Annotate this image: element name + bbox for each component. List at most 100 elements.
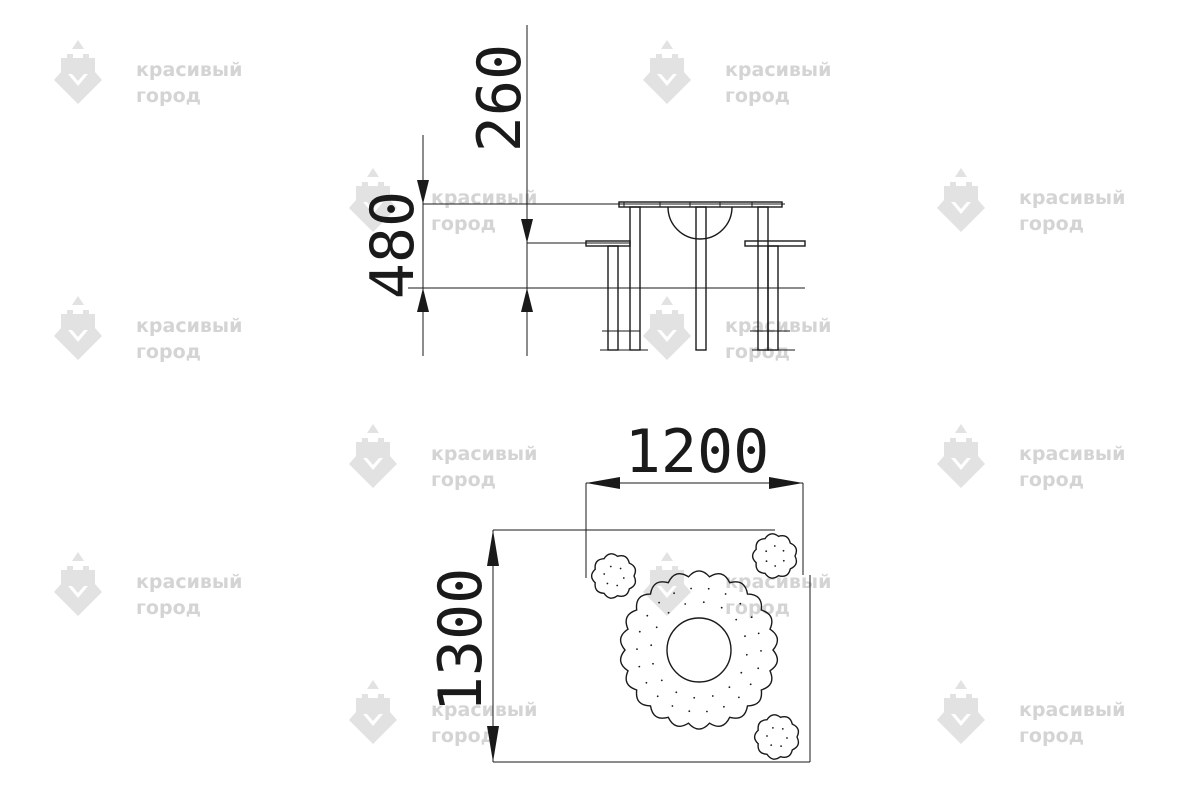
texture-dot [707,587,710,590]
arrow-icon [521,219,533,243]
texture-dot [760,650,762,652]
svg-text:красивый: красивый [725,59,831,81]
watermark-tile: красивый город [54,40,242,107]
scalloped-outline [619,570,779,730]
table-leg [629,206,641,351]
table-leg [695,206,707,351]
watermark-tile: красивый город [643,40,831,107]
texture-dot [671,705,674,707]
texture-dot [739,602,742,605]
watermark-tile: красивый город [54,552,242,619]
arrow-icon [769,477,803,489]
scalloped-outline [590,553,637,599]
texture-dot [749,683,752,686]
texture-dot [660,679,663,682]
texture-dot [782,559,785,562]
watermark-tile: красивый город [937,168,1125,235]
arrow-icon [586,477,620,489]
dimension-label-260: 260 [465,44,535,152]
svg-text:город: город [1019,725,1084,747]
texture-dot [606,582,609,585]
texture-dot [780,745,782,747]
side-elevation-view: 480 260 [358,25,806,356]
texture-dot [655,626,658,629]
texture-dot [770,744,773,746]
texture-dot [622,577,625,579]
svg-text:красивый: красивый [136,59,242,81]
arrow-icon [487,726,499,762]
svg-text:красивый: красивый [431,443,537,465]
texture-dot [652,662,654,665]
texture-dot [675,691,678,694]
svg-text:красивый: красивый [1019,187,1125,209]
texture-dot [740,671,743,674]
watermark-tile: красивый город [937,680,1125,747]
texture-dot [724,593,727,595]
texture-dot [757,632,760,635]
table-center-bowl [667,206,733,240]
seat-plan [753,714,800,760]
texture-dot [782,549,785,552]
watermark-tile: красивый город [349,680,537,747]
texture-dot [720,606,723,609]
texture-dot [638,665,641,668]
texture-dot [738,696,740,699]
texture-dot [638,630,641,633]
texture-dot [658,601,660,604]
svg-text:город: город [725,85,790,107]
svg-text:красивый: красивый [431,187,537,209]
dimension-label-480: 480 [358,191,428,299]
svg-text:красивый: красивый [136,571,242,593]
texture-dot [773,545,776,547]
texture-dot [706,710,708,713]
watermark-tile: красивый город [643,296,831,363]
texture-dot [688,710,691,713]
texture-dot [603,573,606,575]
svg-text:город: город [725,341,790,363]
right-seat [744,240,806,247]
texture-dot [673,592,675,595]
watermark-tile: красивый город [643,552,831,619]
texture-dot [702,601,705,604]
texture-dot [723,705,725,708]
dimension-label-1200: 1200 [625,417,770,487]
seat-plan [751,533,798,579]
plan-view: 1200 1300 [426,417,811,763]
svg-text:город: город [136,597,201,619]
texture-dot [744,635,746,638]
arrow-icon [417,180,429,204]
svg-text:город: город [136,341,201,363]
watermark-tile: красивый город [349,424,537,491]
texture-dot [781,728,784,730]
texture-dot [765,550,768,553]
svg-text:город: город [136,85,201,107]
texture-dot [750,616,753,619]
table-center-hole [666,617,732,683]
svg-text:город: город [725,597,790,619]
texture-dot [765,560,768,563]
texture-dot [619,567,622,570]
arrow-icon [417,288,429,312]
svg-text:город: город [431,213,496,235]
texture-dot [616,584,619,587]
texture-dot [656,695,659,698]
left-seat-post [607,245,619,351]
dimension-label-1300: 1300 [426,568,496,713]
arrow-icon [487,530,499,566]
svg-text:город: город [1019,469,1084,491]
texture-dot [757,667,760,670]
svg-text:город: город [431,469,496,491]
texture-dot [745,653,748,656]
watermark-tile: красивый город [54,296,242,363]
texture-dot [636,648,638,650]
texture-dot [711,695,714,697]
seat-plan [590,553,637,599]
svg-text:красивый: красивый [1019,699,1125,721]
svg-text:красивый: красивый [136,315,242,337]
svg-text:красивый: красивый [725,571,831,593]
scalloped-outline [751,533,798,579]
svg-text:город: город [431,725,496,747]
texture-dot [609,565,612,568]
texture-dot [646,614,649,617]
